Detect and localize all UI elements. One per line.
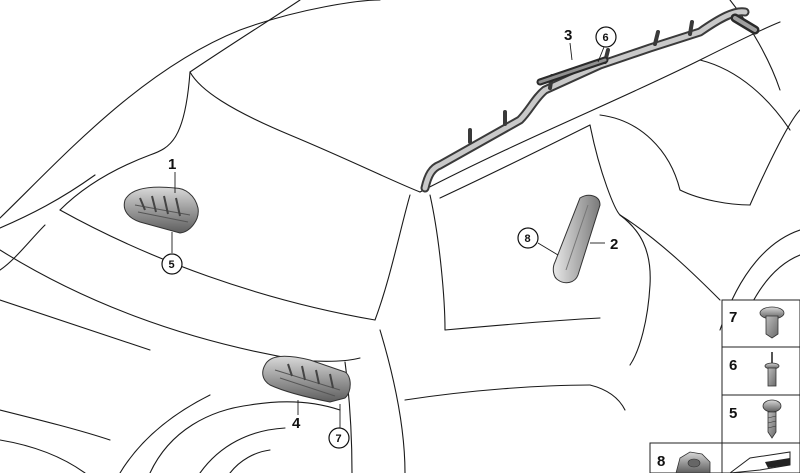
legend-item-7: 7: [729, 309, 737, 326]
callout-8-circle: [517, 227, 539, 249]
callout-5-circle: [161, 253, 183, 275]
fastener-legend: 7 6 5 8: [649, 299, 800, 473]
part-2-side-airbag: [552, 194, 601, 284]
legend-item-6: 6: [729, 357, 737, 374]
callout-4: 4: [292, 415, 301, 432]
callout-7-circle: [328, 427, 350, 449]
callout-6: 6: [603, 32, 609, 44]
part-4-airbag-module: [262, 355, 351, 403]
legend-item-8: 8: [657, 453, 665, 470]
leader-lines: [171, 42, 605, 428]
callout-labels: 1 5 3 6 8 2 4 7: [161, 26, 618, 449]
legend-item-5: 5: [729, 405, 737, 422]
callout-5: 5: [169, 259, 175, 271]
rivet-icon: [764, 352, 780, 387]
callout-7: 7: [336, 433, 342, 445]
bracket-icon: [729, 451, 791, 473]
callout-3: 3: [564, 27, 572, 44]
screw-icon: [762, 399, 782, 439]
clip-icon: [759, 306, 785, 339]
callout-2: 2: [610, 236, 618, 253]
callout-8: 8: [525, 233, 531, 245]
curtain-airbag-tube: [420, 7, 760, 193]
part-1-airbag-module: [123, 186, 199, 234]
nut-icon: [675, 451, 711, 473]
callout-1: 1: [168, 156, 176, 173]
callout-6-circle: [595, 26, 617, 48]
